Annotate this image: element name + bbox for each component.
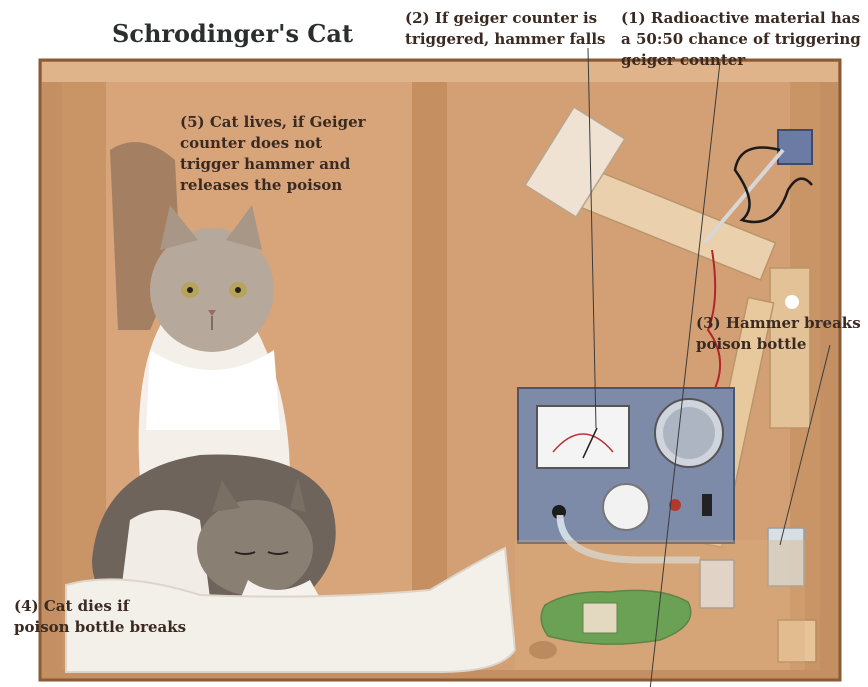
label-step-3-line-1: (3) Hammer breaks bbox=[696, 313, 861, 334]
label-step-1: (1) Radioactive material has a 50:50 cha… bbox=[621, 8, 861, 71]
label-step-1-line-3: geiger counter bbox=[621, 50, 861, 71]
label-step-4-line-1: (4) Cat dies if bbox=[14, 596, 186, 617]
label-step-3-line-2: poison bottle bbox=[696, 334, 861, 355]
right-floor bbox=[515, 540, 805, 670]
diagram-title: Schrodinger's Cat bbox=[112, 19, 353, 48]
radioactive-source bbox=[778, 130, 812, 164]
label-step-5: (5) Cat lives, if Geiger counter does no… bbox=[180, 112, 366, 196]
geiger-counter bbox=[518, 388, 734, 543]
label-step-4: (4) Cat dies if poison bottle breaks bbox=[14, 596, 186, 638]
label-step-2: (2) If geiger counter is triggered, hamm… bbox=[405, 8, 605, 50]
label-step-5-line-3: trigger hammer and bbox=[180, 154, 366, 175]
label-step-1-line-2: a 50:50 chance of triggering bbox=[621, 29, 861, 50]
pivot bbox=[785, 295, 799, 309]
label-step-5-line-1: (5) Cat lives, if Geiger bbox=[180, 112, 366, 133]
label-step-5-line-4: releases the poison bbox=[180, 175, 366, 196]
label-step-5-line-2: counter does not bbox=[180, 133, 366, 154]
label-step-3: (3) Hammer breaks poison bottle bbox=[696, 313, 861, 355]
label-step-2-line-2: triggered, hammer falls bbox=[405, 29, 605, 50]
label-step-4-line-2: poison bottle breaks bbox=[14, 617, 186, 638]
label-step-2-line-1: (2) If geiger counter is bbox=[405, 8, 605, 29]
label-step-1-line-1: (1) Radioactive material has bbox=[621, 8, 861, 29]
